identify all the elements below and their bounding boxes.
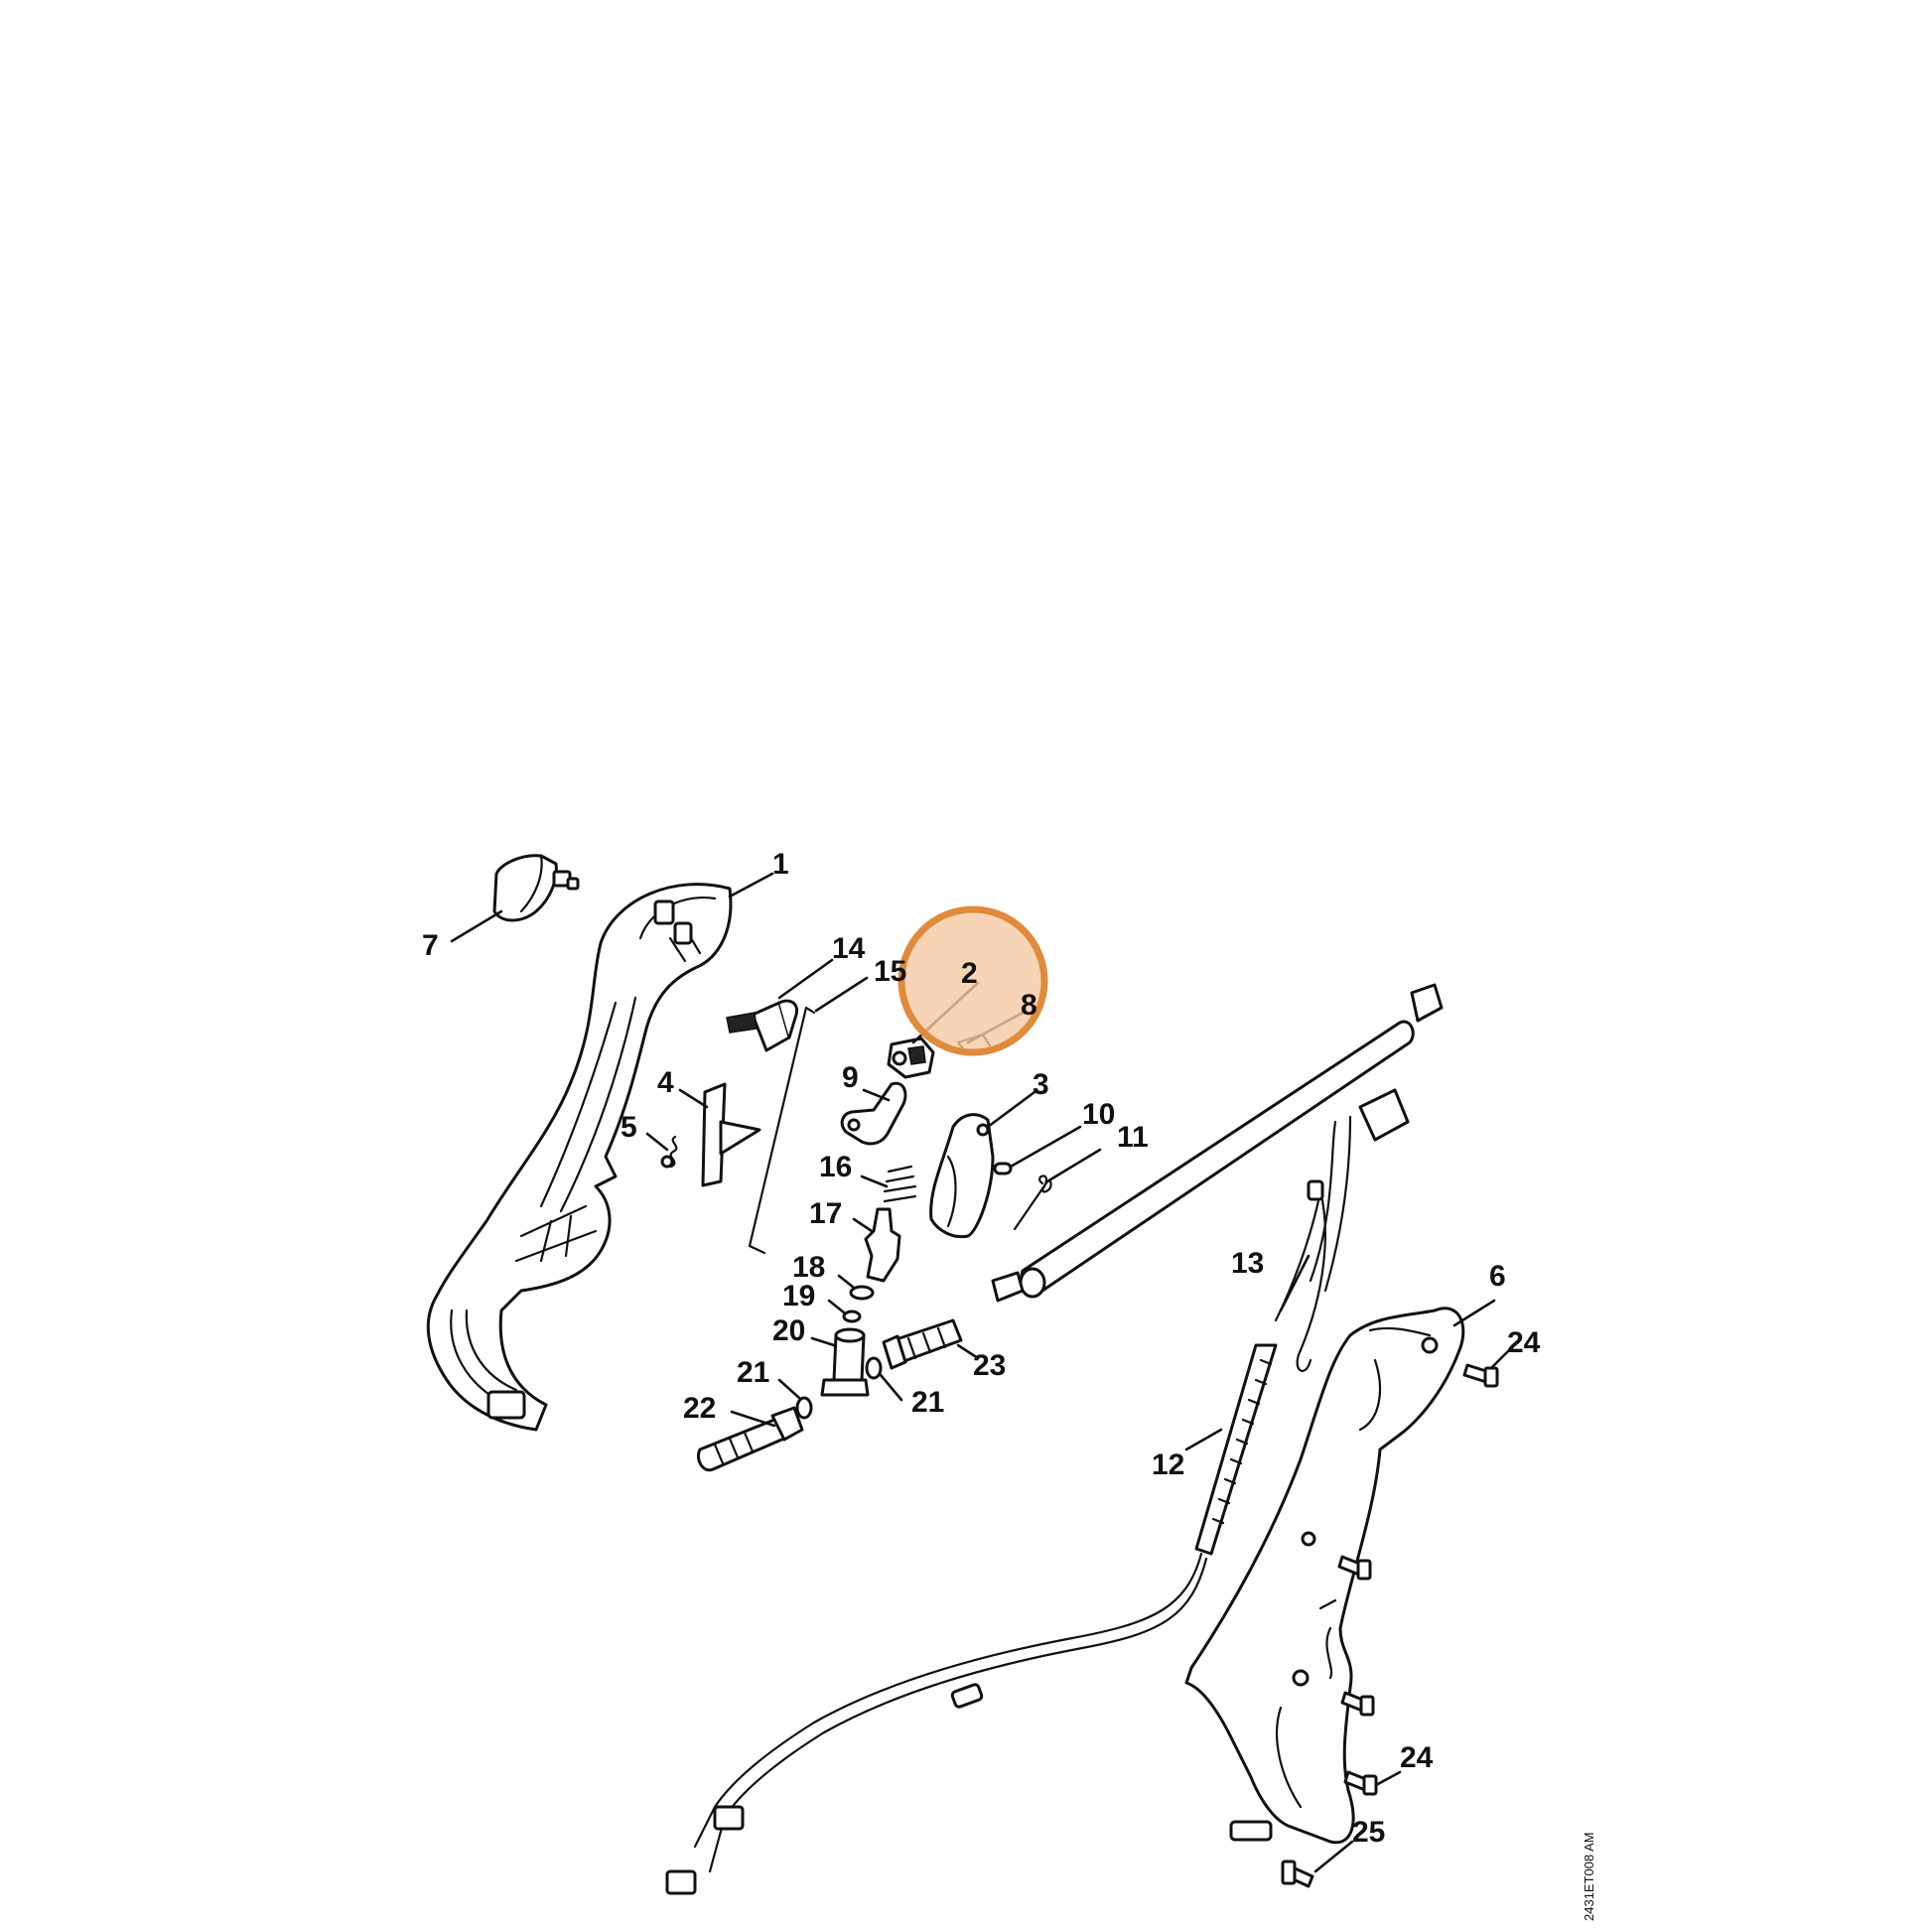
compression-spring[interactable] [883, 1165, 917, 1203]
callout-24b: 24 [1400, 1741, 1434, 1774]
callout-5: 5 [621, 1111, 637, 1144]
short-circuit-wire[interactable] [1274, 1088, 1410, 1372]
callout-1: 1 [772, 848, 789, 881]
callout-6: 6 [1489, 1260, 1506, 1293]
callout-3: 3 [1033, 1068, 1049, 1101]
callout-10: 10 [1082, 1098, 1115, 1131]
screw-mid-1[interactable] [1337, 1555, 1372, 1581]
callout-13: 13 [1231, 1247, 1264, 1280]
stop-switch[interactable] [726, 999, 799, 1052]
handle-half-left[interactable] [426, 883, 733, 1432]
end-cap[interactable] [492, 854, 580, 922]
leg-spring[interactable] [1013, 1174, 1052, 1231]
callout-23: 23 [973, 1349, 1006, 1382]
callout-14: 14 [832, 932, 866, 965]
callout-11: 11 [1117, 1121, 1149, 1154]
callout-18: 18 [792, 1251, 825, 1284]
bushing[interactable] [864, 1207, 901, 1283]
screw-25[interactable] [1281, 1860, 1314, 1888]
highlight-circle [897, 905, 1048, 1056]
throttle-rod[interactable] [748, 1006, 816, 1255]
screw-24-top[interactable] [1462, 1363, 1499, 1388]
callout-9: 9 [842, 1061, 859, 1094]
callout-7: 7 [422, 929, 439, 962]
throttle-trigger[interactable] [929, 1113, 995, 1239]
leader-lines [450, 872, 1511, 1873]
callout-8: 8 [1021, 989, 1037, 1022]
ring-21-right[interactable] [865, 1356, 883, 1380]
connector-tube[interactable] [820, 1327, 870, 1397]
handle-half-right[interactable] [1184, 1307, 1465, 1845]
torsion-spring[interactable] [660, 1135, 678, 1169]
callout-2: 2 [961, 957, 978, 990]
ring-21-left[interactable] [795, 1396, 813, 1420]
callout-24a: 24 [1507, 1326, 1541, 1359]
cable-harness[interactable] [665, 1343, 1278, 1895]
interlock-lever[interactable] [701, 1082, 761, 1187]
callout-25: 25 [1352, 1816, 1385, 1849]
pin[interactable] [993, 1162, 1013, 1175]
o-ring-18[interactable] [849, 1285, 875, 1301]
screw-23[interactable] [882, 1318, 963, 1370]
callout-12: 12 [1152, 1449, 1184, 1481]
o-ring-19[interactable] [842, 1310, 862, 1323]
callout-4: 4 [657, 1066, 674, 1099]
sliding-lever[interactable] [840, 1081, 907, 1146]
hose[interactable] [991, 983, 1444, 1303]
callout-17: 17 [809, 1197, 842, 1230]
callout-19: 19 [782, 1280, 815, 1312]
callout-22: 22 [683, 1392, 716, 1425]
bolt-22[interactable] [697, 1406, 804, 1472]
callout-labels: 1 2 3 4 5 6 7 8 9 10 11 12 13 14 15 16 1… [422, 848, 1541, 1849]
throttle-lever[interactable] [887, 1036, 935, 1079]
callout-16: 16 [819, 1151, 852, 1183]
callout-21b: 21 [911, 1386, 944, 1419]
callout-15: 15 [874, 955, 906, 988]
screw-mid-2[interactable] [1340, 1691, 1375, 1717]
drawing-code: 2431ET008 AM [1582, 1832, 1596, 1921]
callout-20: 20 [772, 1314, 805, 1347]
callout-21a: 21 [737, 1356, 769, 1389]
